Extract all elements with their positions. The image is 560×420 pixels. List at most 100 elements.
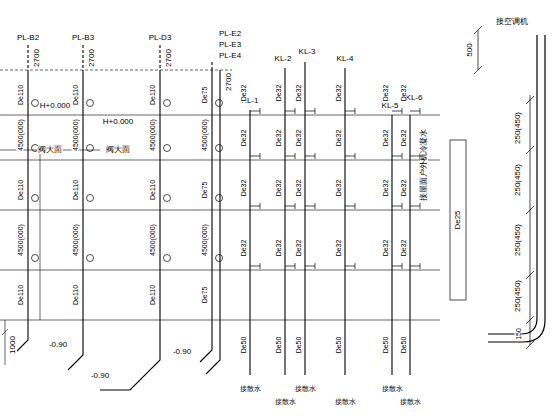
branch-stub <box>295 108 296 114</box>
pipe-dimension-label: 2700 <box>33 48 41 68</box>
pipe-dimension-label: De32 <box>382 84 389 103</box>
pipe-label: 接散水 <box>334 398 357 405</box>
pipe-dimension-label: De32 <box>275 129 282 148</box>
pipe-dimension-label: 500 <box>466 42 474 57</box>
pipe-label: PL-B3 <box>71 34 95 42</box>
pipe-dimension-label: 250(450) <box>514 279 522 313</box>
pipe-dimension-label: 2700 <box>165 48 173 68</box>
pipe-dimension-label: De32 <box>400 179 407 198</box>
branch-stub <box>305 206 315 207</box>
pipe-dimension-label: De32 <box>335 84 342 103</box>
branch-stub <box>420 263 421 269</box>
cleanout-symbol <box>216 195 223 202</box>
pipe-dimension-label: 250(450) <box>514 223 522 257</box>
pipe-dimension-label: 4500(000) <box>201 118 208 152</box>
pipe-dimension-label: 4500(000) <box>17 118 24 152</box>
pipe-dimension-label: De32 <box>400 129 407 148</box>
branch-stub <box>355 203 356 209</box>
pipe-dimension-label: De110 <box>17 284 24 306</box>
cleanout-symbol <box>32 100 39 107</box>
pipe-label: KL-6 <box>405 94 424 102</box>
pipe-dimension-label: 4500(000) <box>149 223 156 257</box>
branch-stub <box>305 156 315 157</box>
pipe-dimension-label: De32 <box>275 239 282 258</box>
pipe-dimension-label: De32 <box>400 84 407 103</box>
pipe-dimension-label: 250(450) <box>514 111 522 145</box>
branch-stub <box>402 153 403 159</box>
pipe-dimension-label: 150 <box>515 327 522 341</box>
pipe-dimension-label: De32 <box>295 179 302 198</box>
pipe-dimension-label: De32 <box>240 84 247 103</box>
branch-stub <box>392 206 402 207</box>
pipe-label: 接散水 <box>294 385 317 392</box>
branch-stub <box>315 153 316 159</box>
pipe-dimension-label: De32 <box>240 179 247 198</box>
branch-stub <box>260 263 261 269</box>
branch-stub <box>392 266 402 267</box>
pipe-dimension-label: De75 <box>201 286 208 305</box>
pipe-label: PL-B2 <box>16 34 40 42</box>
pipe-dimension-label: De50 <box>400 336 407 355</box>
pipe-dimension-label: 250(450) <box>514 163 522 197</box>
cleanout-symbol <box>216 255 223 262</box>
pipe-dimension-label: De110 <box>149 84 156 106</box>
pipe-dimension-label: 接屋面户外机冷凝水 <box>420 128 428 202</box>
pipe-dimension-label: De50 <box>275 336 282 355</box>
pipe-dimension-label: De32 <box>335 179 342 198</box>
pipe-dimension-label: De75 <box>201 181 208 200</box>
pipe-label: PL-E2 <box>218 30 242 38</box>
branch-stub <box>285 206 295 207</box>
pipe-dimension-label: De32 <box>275 179 282 198</box>
cleanout-symbol <box>216 145 223 152</box>
cleanout-symbol <box>87 255 94 262</box>
pipe-label: KL-3 <box>298 48 317 56</box>
branch-stub <box>250 206 260 207</box>
pipe-dimension-label: De32 <box>295 129 302 148</box>
pipe-label: PL-D3 <box>148 34 173 42</box>
cleanout-symbol <box>164 255 171 262</box>
branch-stub <box>305 266 315 267</box>
pipe-label: 接空调机 <box>495 18 529 26</box>
branch-stub <box>355 263 356 269</box>
branch-stub <box>295 263 296 269</box>
pipe-dimension-label: De32 <box>240 239 247 258</box>
cleanout-symbol <box>164 195 171 202</box>
pipe-dimension-label: De110 <box>72 179 79 201</box>
pipe-dimension-label: De50 <box>295 336 302 355</box>
cleanout-symbol <box>164 100 171 107</box>
pipe-label: 阀大面 <box>37 146 63 154</box>
pipe-dimension-label: De32 <box>382 129 389 148</box>
pipe-dimension-label: De110 <box>17 179 24 201</box>
pipe-dimension-label: 1000 <box>9 335 17 355</box>
branch-stub <box>250 156 260 157</box>
cleanout-symbol <box>87 145 94 152</box>
pipe-label: H+0.000 <box>102 118 134 126</box>
pipe-dimension-label: 4500(000) <box>72 223 79 257</box>
branch-stub <box>410 266 420 267</box>
cleanout-symbol <box>87 195 94 202</box>
pipe-label: KL-5 <box>381 102 400 110</box>
branch-stub <box>295 203 296 209</box>
branch-stub <box>402 263 403 269</box>
pipe-dimension-label: De32 <box>295 84 302 103</box>
branch-stub <box>315 108 316 114</box>
pipe-label: KL-4 <box>336 55 355 63</box>
pipe-label: -0.90 <box>172 348 192 356</box>
pipe-label: KL-2 <box>274 55 293 63</box>
branch-stub <box>420 203 421 209</box>
pipe-dimension-label: De32 <box>335 129 342 148</box>
branch-stub <box>250 111 260 112</box>
branch-stub <box>345 266 355 267</box>
branch-stub <box>402 203 403 209</box>
pipe-dimension-label: De32 <box>382 239 389 258</box>
branch-stub <box>315 203 316 209</box>
branch-stub <box>305 111 315 112</box>
pipe-dimension-label: De32 <box>240 129 247 148</box>
branch-stub <box>315 263 316 269</box>
branch-stub <box>402 108 403 114</box>
pipe-dimension-label: De50 <box>382 336 389 355</box>
pipe-dimension-label: De110 <box>72 284 79 306</box>
cleanout-symbol <box>32 255 39 262</box>
branch-stub <box>295 153 296 159</box>
